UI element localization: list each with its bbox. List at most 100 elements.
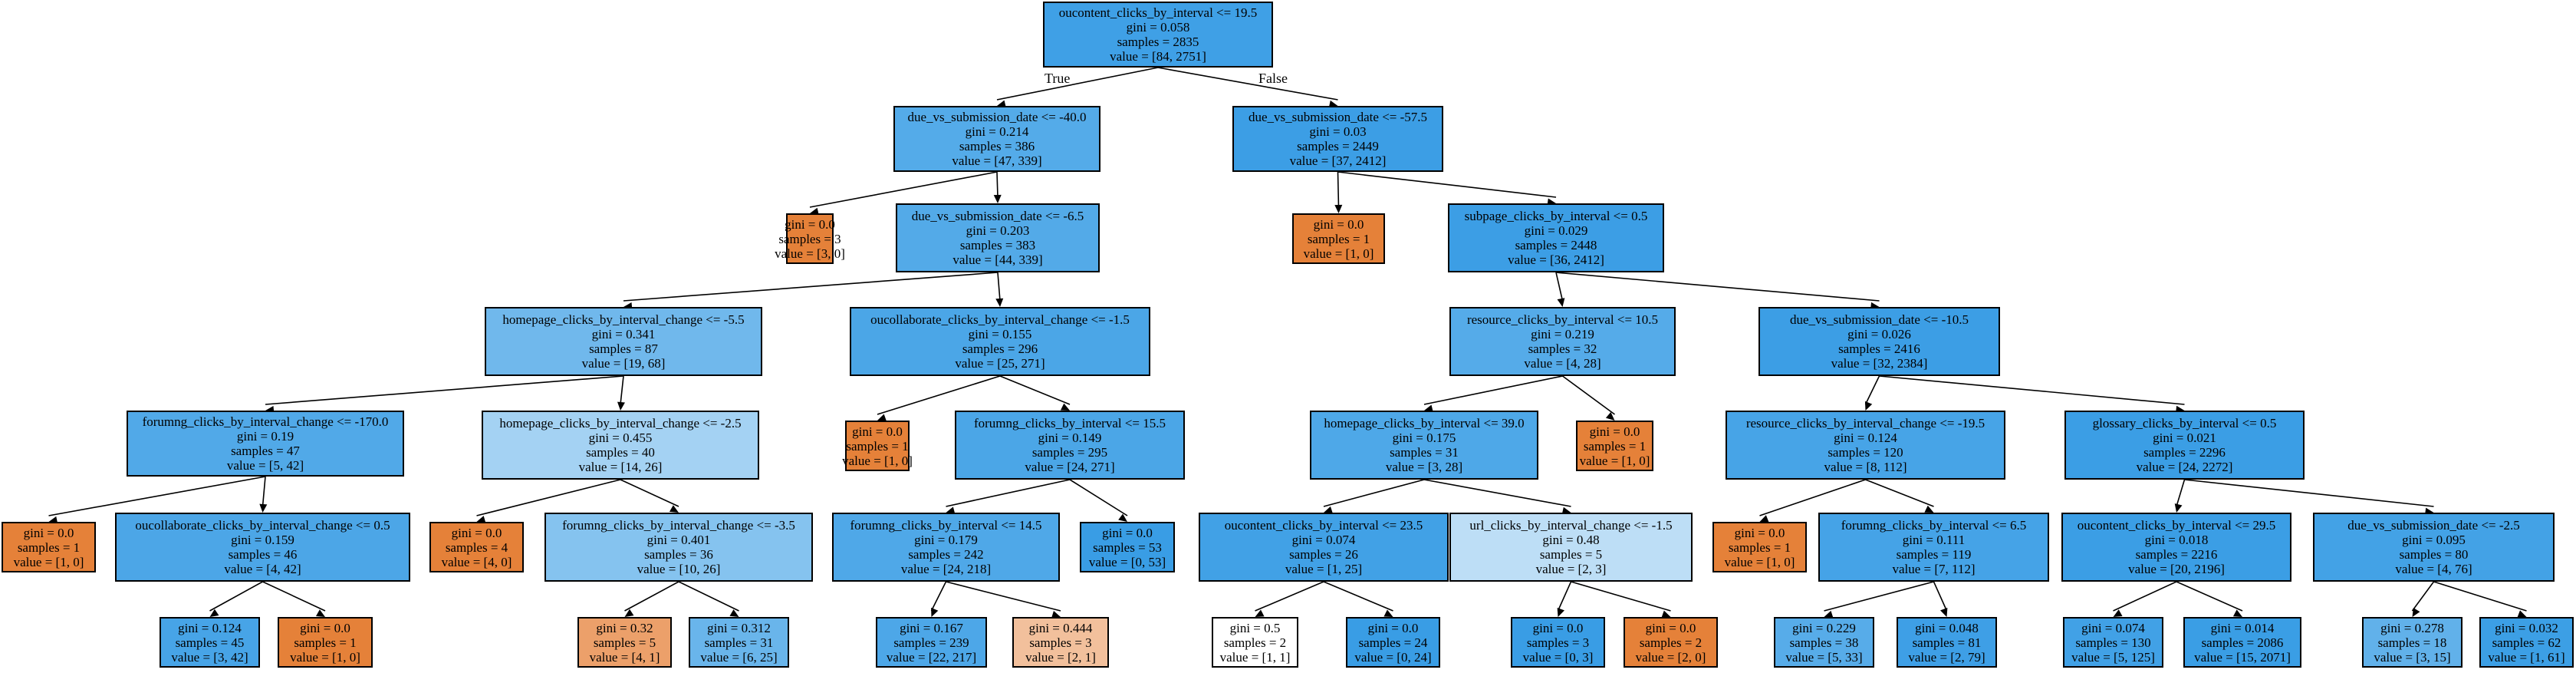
node-line: value = [4, 1] bbox=[589, 649, 660, 665]
node-line: value = [3, 28] bbox=[1385, 460, 1463, 474]
node-line: gini = 0.214 bbox=[965, 124, 1029, 139]
node-line: samples = 2449 bbox=[1297, 139, 1379, 153]
node-line: gini = 0.074 bbox=[2081, 620, 2145, 635]
arrowhead-n22-n33 bbox=[624, 609, 634, 617]
node-line: value = [5, 42] bbox=[226, 458, 304, 473]
edge-n14-n24 bbox=[1069, 479, 1128, 516]
edge-n9-n16 bbox=[1562, 375, 1615, 415]
edge-n15-n26 bbox=[1423, 479, 1571, 507]
arrowhead-n30-n45 bbox=[2412, 608, 2420, 617]
node-line: gini = 0.179 bbox=[914, 533, 978, 547]
edge-n8-n13 bbox=[877, 375, 1001, 415]
edge-n6-n10 bbox=[1555, 272, 1880, 302]
true-edge-label: True bbox=[1045, 71, 1071, 86]
node-line: subpage_clicks_by_interval <= 0.5 bbox=[1464, 209, 1648, 223]
node-line: samples = 1 bbox=[17, 539, 81, 555]
node-line: gini = 0.159 bbox=[231, 533, 294, 547]
node-line: value = [6, 25] bbox=[700, 649, 778, 665]
edge-n17-n28 bbox=[1865, 479, 1934, 507]
node-line: gini = 0.0 bbox=[785, 216, 835, 232]
node-line: oucontent_clicks_by_interval <= 23.5 bbox=[1224, 518, 1423, 533]
node-line: gini = 0.401 bbox=[646, 533, 711, 547]
edge-n28-n42 bbox=[1933, 581, 1948, 612]
edge-n1-n4 bbox=[996, 171, 998, 198]
node-line: samples = 383 bbox=[959, 238, 1036, 252]
arrowhead-n1-n4 bbox=[993, 194, 1002, 203]
node-line: value = [24, 2272] bbox=[2136, 460, 2233, 474]
node-line: value = [1, 0] bbox=[1579, 453, 1650, 468]
node-line: samples = 5 bbox=[1539, 547, 1603, 562]
arrowhead-n10-n17 bbox=[1864, 401, 1873, 411]
edge-n30-n45 bbox=[2411, 581, 2435, 612]
node-line: gini = 0.455 bbox=[588, 431, 653, 445]
node-line: gini = 0.155 bbox=[968, 327, 1032, 341]
node-line: gini = 0.0 bbox=[1102, 525, 1153, 540]
node-line: homepage_clicks_by_interval_change <= -5… bbox=[502, 312, 745, 327]
node-line: samples = 31 bbox=[1390, 445, 1459, 460]
node-line: homepage_clicks_by_interval <= 39.0 bbox=[1324, 416, 1525, 431]
node-line: samples = 3 bbox=[1029, 635, 1092, 650]
edge-n29-n44 bbox=[2176, 581, 2243, 612]
node-line: value = [32, 2384] bbox=[1831, 356, 1928, 371]
node-line: forumng_clicks_by_interval_change <= -17… bbox=[142, 414, 389, 429]
node-line: gini = 0.074 bbox=[1291, 533, 1356, 547]
node-line: gini = 0.19 bbox=[236, 429, 294, 444]
node-line: value = [5, 125] bbox=[2071, 649, 2155, 665]
node-line: gini = 0.219 bbox=[1531, 327, 1594, 341]
node-line: samples = 40 bbox=[586, 445, 655, 460]
edge-n18-n30 bbox=[2184, 479, 2434, 507]
arrowhead-n0-n1 bbox=[997, 100, 1006, 108]
node-line: gini = 0.278 bbox=[2380, 620, 2444, 635]
node-line: oucontent_clicks_by_interval <= 19.5 bbox=[1058, 5, 1258, 20]
node-line: gini = 0.048 bbox=[1915, 620, 1979, 635]
node-line: value = [0, 3] bbox=[1522, 649, 1594, 665]
node-line: forumng_clicks_by_interval <= 15.5 bbox=[973, 416, 1166, 431]
node-line: value = [20, 2196] bbox=[2128, 562, 2225, 576]
tree-node-n11: forumng_clicks_by_interval_change <= -17… bbox=[127, 411, 404, 477]
node-line: value = [15, 2071] bbox=[2194, 649, 2291, 665]
edge-n23-n36 bbox=[946, 581, 1061, 612]
arrowhead-n7-n12 bbox=[617, 401, 625, 411]
node-line: gini = 0.026 bbox=[1847, 327, 1911, 341]
node-line: samples = 45 bbox=[175, 635, 245, 650]
node-line: gini = 0.0 bbox=[300, 620, 350, 635]
node-line: gini = 0.032 bbox=[2495, 620, 2558, 635]
node-line: gini = 0.149 bbox=[1038, 431, 1102, 445]
node-line: value = [4, 42] bbox=[224, 562, 301, 576]
node-line: value = [44, 339] bbox=[952, 252, 1043, 267]
node-line: value = [1, 0] bbox=[290, 649, 360, 665]
edge-n25-n38 bbox=[1323, 581, 1393, 612]
arrowhead-n9-n16 bbox=[1605, 412, 1615, 421]
node-line: oucollaborate_clicks_by_interval_change … bbox=[870, 312, 1130, 327]
node-line: samples = 2 bbox=[1639, 635, 1703, 650]
node-line: gini = 0.0 bbox=[23, 525, 74, 540]
node-line: samples = 3 bbox=[1526, 635, 1590, 650]
edge-n6-n9 bbox=[1555, 272, 1564, 302]
node-line: samples = 386 bbox=[959, 139, 1035, 153]
arrowhead-n18-n29 bbox=[2174, 503, 2183, 513]
node-line: oucollaborate_clicks_by_interval_change … bbox=[135, 518, 390, 533]
node-line: value = [7, 112] bbox=[1892, 562, 1976, 576]
node-line: value = [1, 0] bbox=[842, 453, 913, 468]
node-line: due_vs_submission_date <= -40.0 bbox=[907, 110, 1087, 124]
node-line: gini = 0.124 bbox=[1834, 431, 1897, 445]
arrowhead-n17-n28 bbox=[1924, 505, 1934, 513]
node-line: samples = 38 bbox=[1789, 635, 1859, 650]
node-line: value = [4, 0] bbox=[441, 554, 512, 569]
arrowhead-n25-n37 bbox=[1255, 609, 1265, 617]
edge-n1-n3 bbox=[809, 171, 998, 208]
node-line: samples = 46 bbox=[228, 547, 298, 562]
